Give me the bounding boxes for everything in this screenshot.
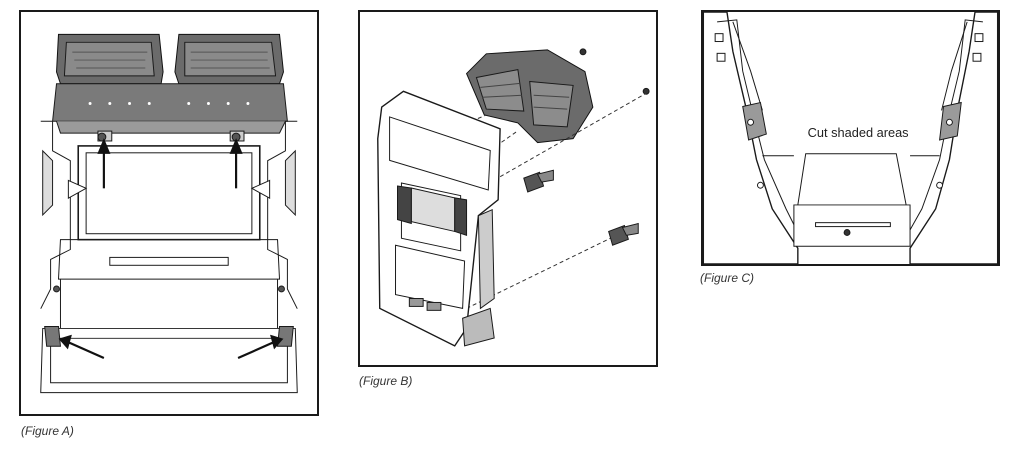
screw-icon	[53, 132, 285, 293]
figure-c-panel: Cut shaded areas	[701, 10, 1000, 266]
radio-bezel	[377, 90, 501, 347]
bolt-icon	[714, 33, 984, 189]
cut-shaded-callout: Cut shaded areas	[808, 125, 909, 140]
figure-a-diagram	[40, 33, 298, 394]
vent-left	[56, 33, 164, 85]
figure-c-caption: (Figure C)	[700, 271, 755, 285]
vent-right	[174, 33, 284, 85]
vent-body	[52, 83, 288, 122]
right-bracket	[903, 12, 998, 264]
figure-b-caption: (Figure B)	[359, 374, 413, 388]
screw-icon	[579, 48, 650, 95]
figure-c-diagram: Cut shaded areas	[703, 12, 998, 264]
dash-frame	[40, 120, 298, 394]
left-bracket	[703, 12, 803, 264]
figure-b-diagram	[377, 48, 650, 347]
arrow-icon	[58, 138, 284, 360]
push-clip-icon	[523, 169, 639, 246]
center-tray	[762, 153, 940, 247]
figure-b-panel	[358, 10, 658, 367]
figure-a-panel	[19, 10, 319, 416]
vent-assembly	[465, 49, 594, 144]
figure-a-caption: (Figure A)	[21, 424, 74, 438]
